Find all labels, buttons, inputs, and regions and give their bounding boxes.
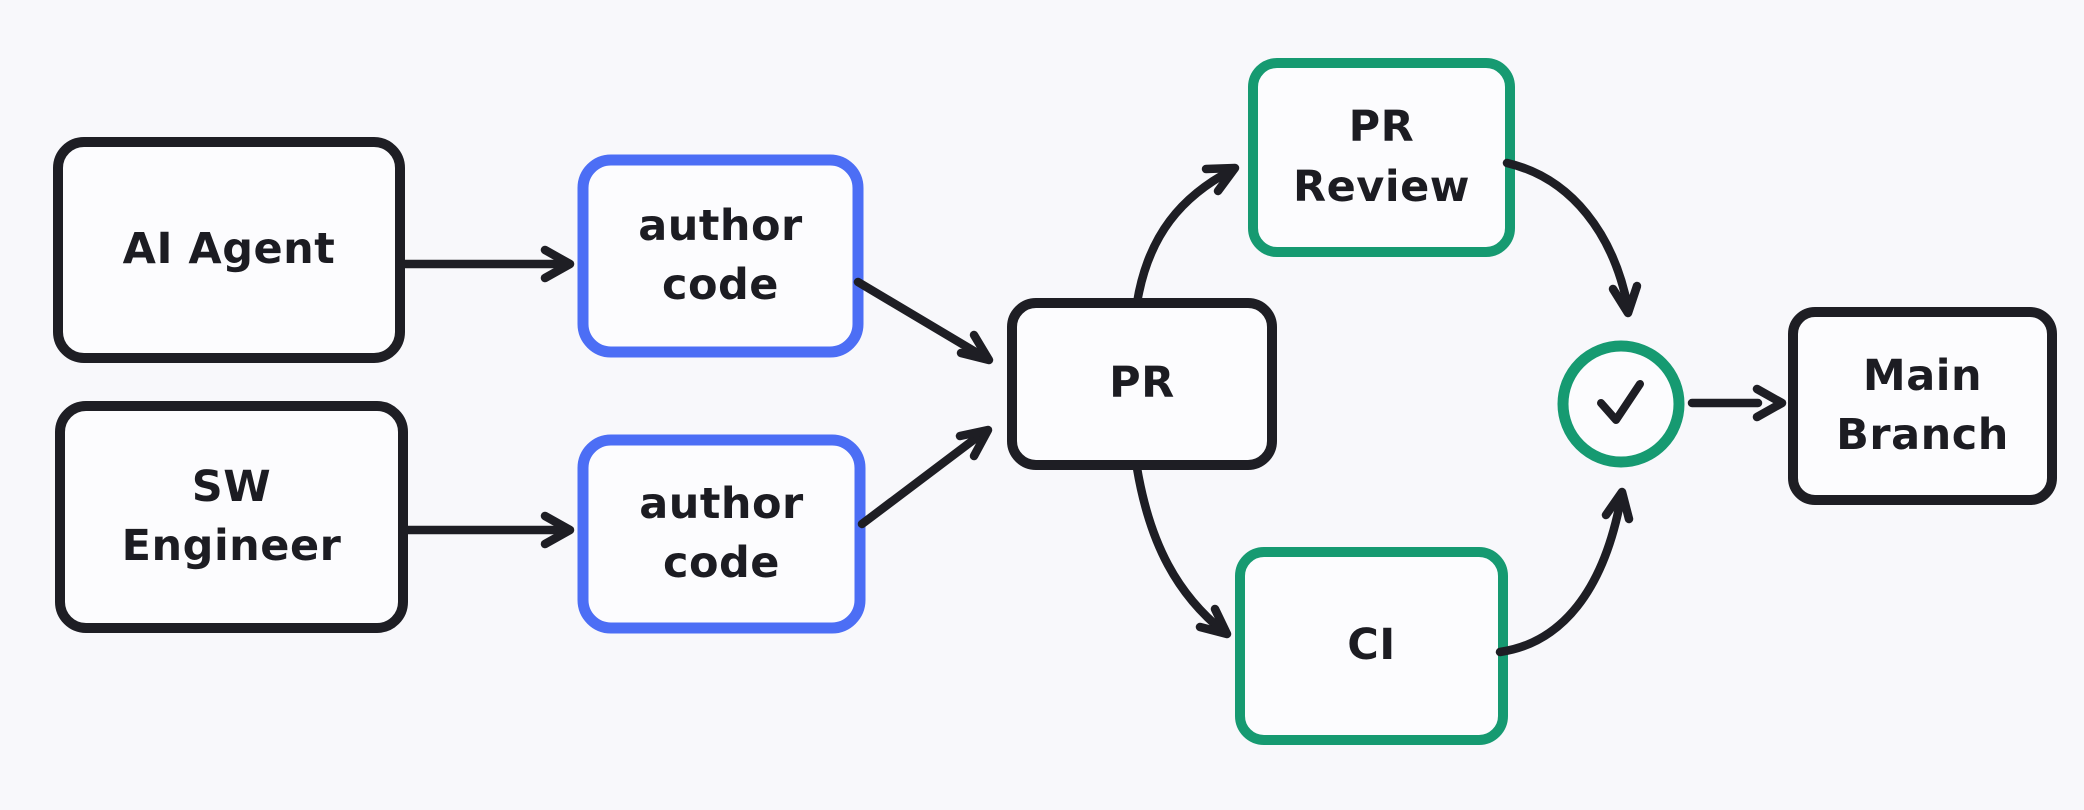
arrowhead-icon [1201, 163, 1240, 196]
edge-author-code-bottom-to-pr [857, 425, 993, 529]
edge-line [853, 277, 989, 362]
arrowhead-icon [1195, 604, 1232, 639]
edge-pr-to-pr-review [1132, 163, 1240, 308]
arrowhead-icon [1601, 487, 1634, 524]
edge-pr-review-to-approval-check [1502, 158, 1642, 318]
node-approval-check-shape [1557, 340, 1685, 468]
node-author-code-bottom-shape [577, 434, 866, 634]
node-author-code-top-shape [577, 154, 864, 358]
node-main-branch-shape [1788, 307, 2057, 505]
edge-line [857, 427, 989, 529]
edge-line [1495, 493, 1626, 657]
edge-pr-to-ci [1132, 463, 1232, 639]
arrowhead-icon [956, 330, 994, 365]
node-ci-shape [1235, 547, 1508, 745]
edge-approval-check-to-main-branch [1687, 384, 1787, 422]
node-ai-agent-shape [53, 137, 405, 363]
edge-line [1132, 165, 1237, 308]
arrowhead-icon [540, 245, 575, 283]
edge-author-code-top-to-pr [853, 277, 994, 365]
edge-line [1502, 158, 1633, 313]
arrowhead-icon [1608, 281, 1642, 318]
edges [397, 158, 1787, 657]
edge-ci-to-approval-check [1495, 487, 1634, 657]
check-icon [1597, 380, 1644, 424]
edge-ai-agent-to-author-code [397, 245, 575, 283]
edge-line [1132, 463, 1229, 637]
node-pr-shape [1007, 298, 1277, 470]
arrowhead-icon [540, 511, 575, 549]
arrowhead-icon [1752, 384, 1787, 422]
node-pr-review-shape [1248, 58, 1515, 257]
edge-sw-engineer-to-author-code [400, 511, 575, 549]
node-sw-engineer-shape [55, 401, 408, 633]
arrowhead-icon [955, 425, 993, 461]
